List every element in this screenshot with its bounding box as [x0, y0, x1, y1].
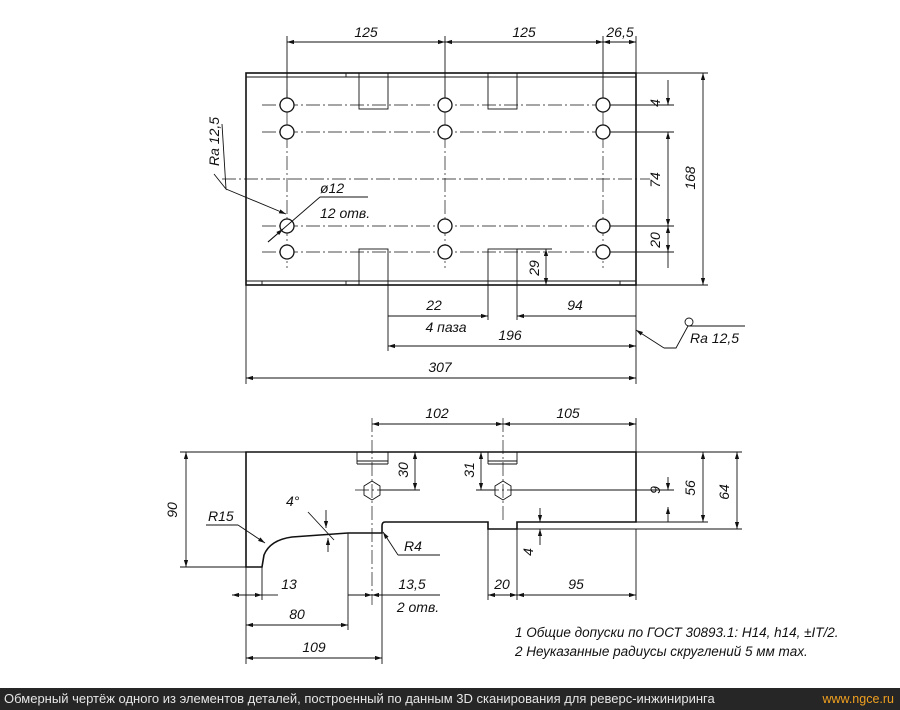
footer-site-link[interactable]: www.ngce.ru	[822, 692, 894, 706]
note-2: 2 Неуказанные радиусы скруглений 5 мм ma…	[514, 644, 808, 659]
dim-64: 64	[716, 484, 732, 500]
dim-4: 4	[520, 548, 536, 556]
roughness-symbol-left: Ra 12,5	[206, 117, 287, 215]
roughness-right-label: Ra 12,5	[690, 330, 739, 346]
dim-30: 30	[395, 462, 411, 478]
hole-count-label: 12 отв.	[320, 205, 370, 221]
dim-w3: 26,5	[605, 24, 633, 40]
slot	[487, 72, 518, 110]
roughness-left-label: Ra 12,5	[206, 117, 222, 166]
dim-20: 20	[493, 576, 510, 592]
footer-caption: Обмерный чертёж одного из элементов дета…	[4, 691, 715, 706]
side-view: 102 105 90 R15 4° R4 30 31	[164, 405, 742, 664]
hole	[437, 218, 453, 234]
hex-nut	[363, 480, 381, 501]
dim-2-holes: 2 отв.	[396, 599, 439, 615]
dim-95: 95	[568, 576, 584, 592]
hex-nut	[494, 480, 512, 501]
hole	[595, 124, 611, 140]
dim-h-mid: 74	[647, 172, 663, 188]
dim-196: 196	[498, 327, 522, 343]
dim-94: 94	[567, 297, 583, 313]
dim-80: 80	[289, 606, 305, 622]
dim-31: 31	[461, 462, 477, 478]
hole	[595, 97, 611, 113]
dim-13-5: 13,5	[398, 576, 425, 592]
dim-56: 56	[682, 480, 698, 496]
footer-bar: Обмерный чертёж одного из элементов дета…	[0, 688, 900, 710]
dim-slot-w: 22	[425, 297, 442, 313]
dim-angle: 4°	[286, 493, 300, 509]
dim-w2: 125	[512, 24, 536, 40]
hole	[279, 124, 295, 140]
slot	[358, 72, 389, 110]
dim-105: 105	[556, 405, 580, 421]
roughness-symbol-right: Ra 12,5	[635, 317, 745, 349]
technical-drawing: 125 125 26,5 4 74 20 168 29 22	[164, 24, 839, 664]
dim-109: 109	[302, 639, 326, 655]
dim-h-small: 4	[647, 99, 663, 107]
hole	[595, 218, 611, 234]
hole	[279, 97, 295, 113]
note-1: 1 Общие допуски по ГОСТ 30893.1: H14, h1…	[515, 625, 839, 640]
slot	[358, 248, 389, 286]
hole	[437, 244, 453, 260]
slot	[487, 248, 518, 286]
dim-9: 9	[647, 486, 663, 494]
hole	[595, 244, 611, 260]
dim-w1: 125	[354, 24, 378, 40]
dim-slot-count: 4 паза	[426, 319, 467, 335]
dim-h-total: 168	[682, 166, 698, 190]
hole	[437, 97, 453, 113]
dim-90: 90	[164, 502, 180, 518]
top-view: 125 125 26,5 4 74 20 168 29 22	[206, 24, 745, 384]
dim-r15: R15	[208, 508, 234, 524]
dim-h-20: 20	[647, 232, 663, 249]
dim-102: 102	[425, 405, 449, 421]
dim-h-29: 29	[526, 260, 542, 277]
bracket-profile	[245, 451, 637, 568]
hole-diameter-label: ø12	[320, 180, 344, 196]
dim-307: 307	[428, 359, 453, 375]
dim-r4: R4	[404, 538, 422, 554]
hole	[279, 244, 295, 260]
dim-13: 13	[281, 576, 297, 592]
hole	[437, 124, 453, 140]
